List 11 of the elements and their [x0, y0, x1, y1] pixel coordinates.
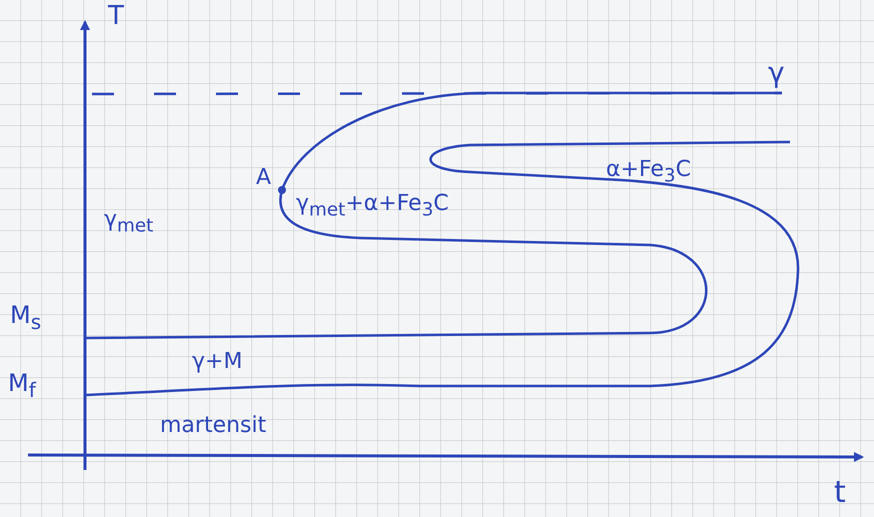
region-label: γ$_{met}$+α+Fe$_{3}$C [296, 192, 449, 221]
line-label: M$_{s}$ [10, 302, 42, 333]
line-label: M$_{f}$ [8, 370, 36, 401]
region-label: γ$_{met}$ [104, 208, 154, 237]
axis-label: t [834, 476, 846, 509]
point-label: A [256, 166, 272, 190]
axis-label: T [108, 2, 124, 31]
region-label: α+Fe$_{3}$C [606, 158, 691, 187]
region-label: γ [768, 58, 785, 89]
region-label: martensit [160, 414, 266, 438]
region-label: γ+M [192, 350, 242, 374]
